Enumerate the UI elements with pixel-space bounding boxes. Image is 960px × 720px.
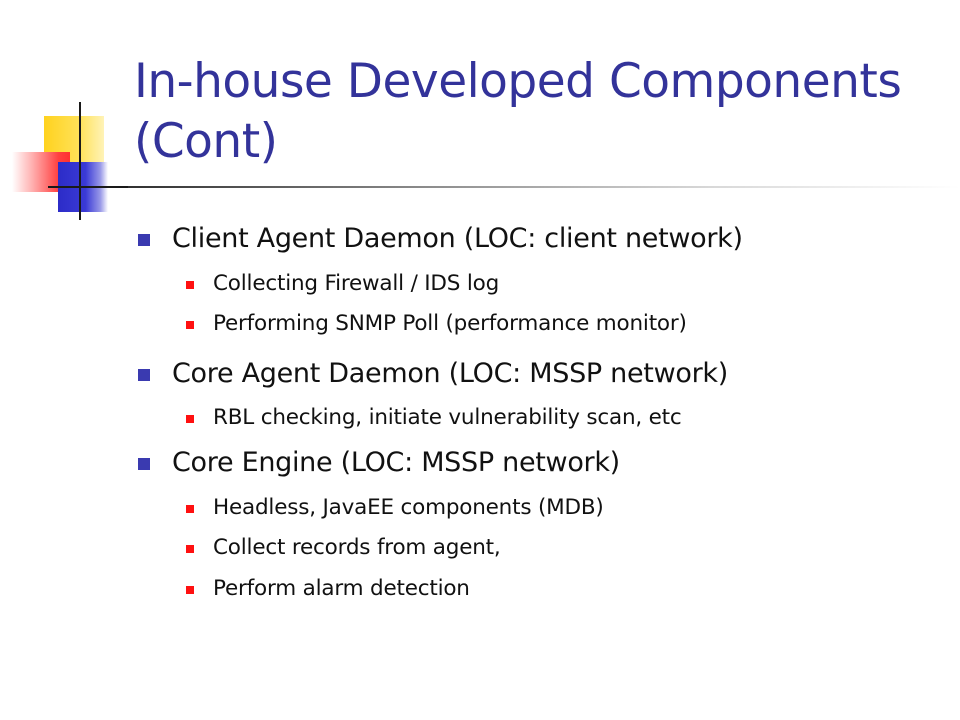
corner-ornament [0,0,140,240]
slide-title-line-1: In-house Developed Components [134,54,902,109]
square-bullet-icon [138,458,150,470]
square-bullet-icon [138,234,150,246]
ornament-horizontal-line [48,186,128,188]
sub-bullet-item: Headless, JavaEE components (MDB) [186,494,604,522]
sub-bullet-text: RBL checking, initiate vulnerability sca… [213,405,682,430]
bullet-text: Core Agent Daemon (LOC: MSSP network) [172,358,728,389]
sub-bullet-item: Collect records from agent, [186,534,501,562]
square-bullet-icon [186,281,194,289]
sub-bullet-item: Performing SNMP Poll (performance monito… [186,310,687,338]
square-bullet-icon [186,415,194,423]
sub-bullet-text: Perform alarm detection [213,576,470,601]
bullet-text: Client Agent Daemon (LOC: client network… [172,223,743,254]
bullet-item: Client Agent Daemon (LOC: client network… [138,222,743,256]
sub-bullet-item: RBL checking, initiate vulnerability sca… [186,404,682,432]
slide-title-line-2: (Cont) [134,114,278,169]
square-bullet-icon [186,321,194,329]
sub-bullet-text: Performing SNMP Poll (performance monito… [213,311,687,336]
square-bullet-icon [138,369,150,381]
bullet-item: Core Engine (LOC: MSSP network) [138,446,620,480]
ornament-vertical-line [79,102,81,220]
sub-bullet-text: Headless, JavaEE components (MDB) [213,495,604,520]
sub-bullet-text: Collecting Firewall / IDS log [213,271,500,296]
sub-bullet-item: Collecting Firewall / IDS log [186,270,500,298]
square-bullet-icon [186,586,194,594]
square-bullet-icon [186,505,194,513]
bullet-text: Core Engine (LOC: MSSP network) [172,447,620,478]
slide-title: In-house Developed Components (Cont) [134,52,934,172]
bullet-item: Core Agent Daemon (LOC: MSSP network) [138,357,728,391]
sub-bullet-item: Perform alarm detection [186,575,470,603]
sub-bullet-text: Collect records from agent, [213,535,501,560]
title-underline [128,186,960,188]
square-bullet-icon [186,545,194,553]
